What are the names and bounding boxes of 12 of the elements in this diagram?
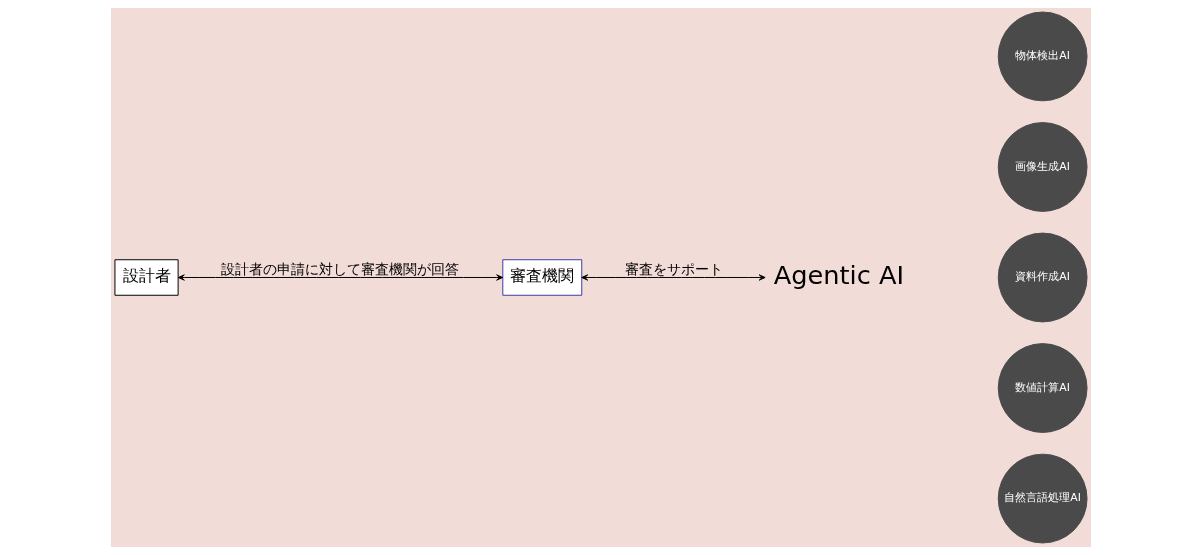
node-circle: 画像生成AI (997, 122, 1088, 212)
node-box: 審査機関 (501, 259, 582, 296)
edge-label: 審査をサポート (624, 260, 723, 277)
node-circle: 自然言語処理AI (997, 453, 1088, 544)
node-circle: 物体検出AI (997, 11, 1088, 102)
arrow (177, 274, 503, 281)
node-circle: 資料作成AI (997, 232, 1088, 323)
edge-label: 設計者の申請に対して審査機関が回答 (220, 260, 459, 277)
node-circle: 数値計算AI (997, 343, 1088, 433)
node-box: 設計者 (113, 259, 179, 296)
arrow (580, 274, 766, 281)
node-text: Agentic AI (773, 259, 904, 290)
